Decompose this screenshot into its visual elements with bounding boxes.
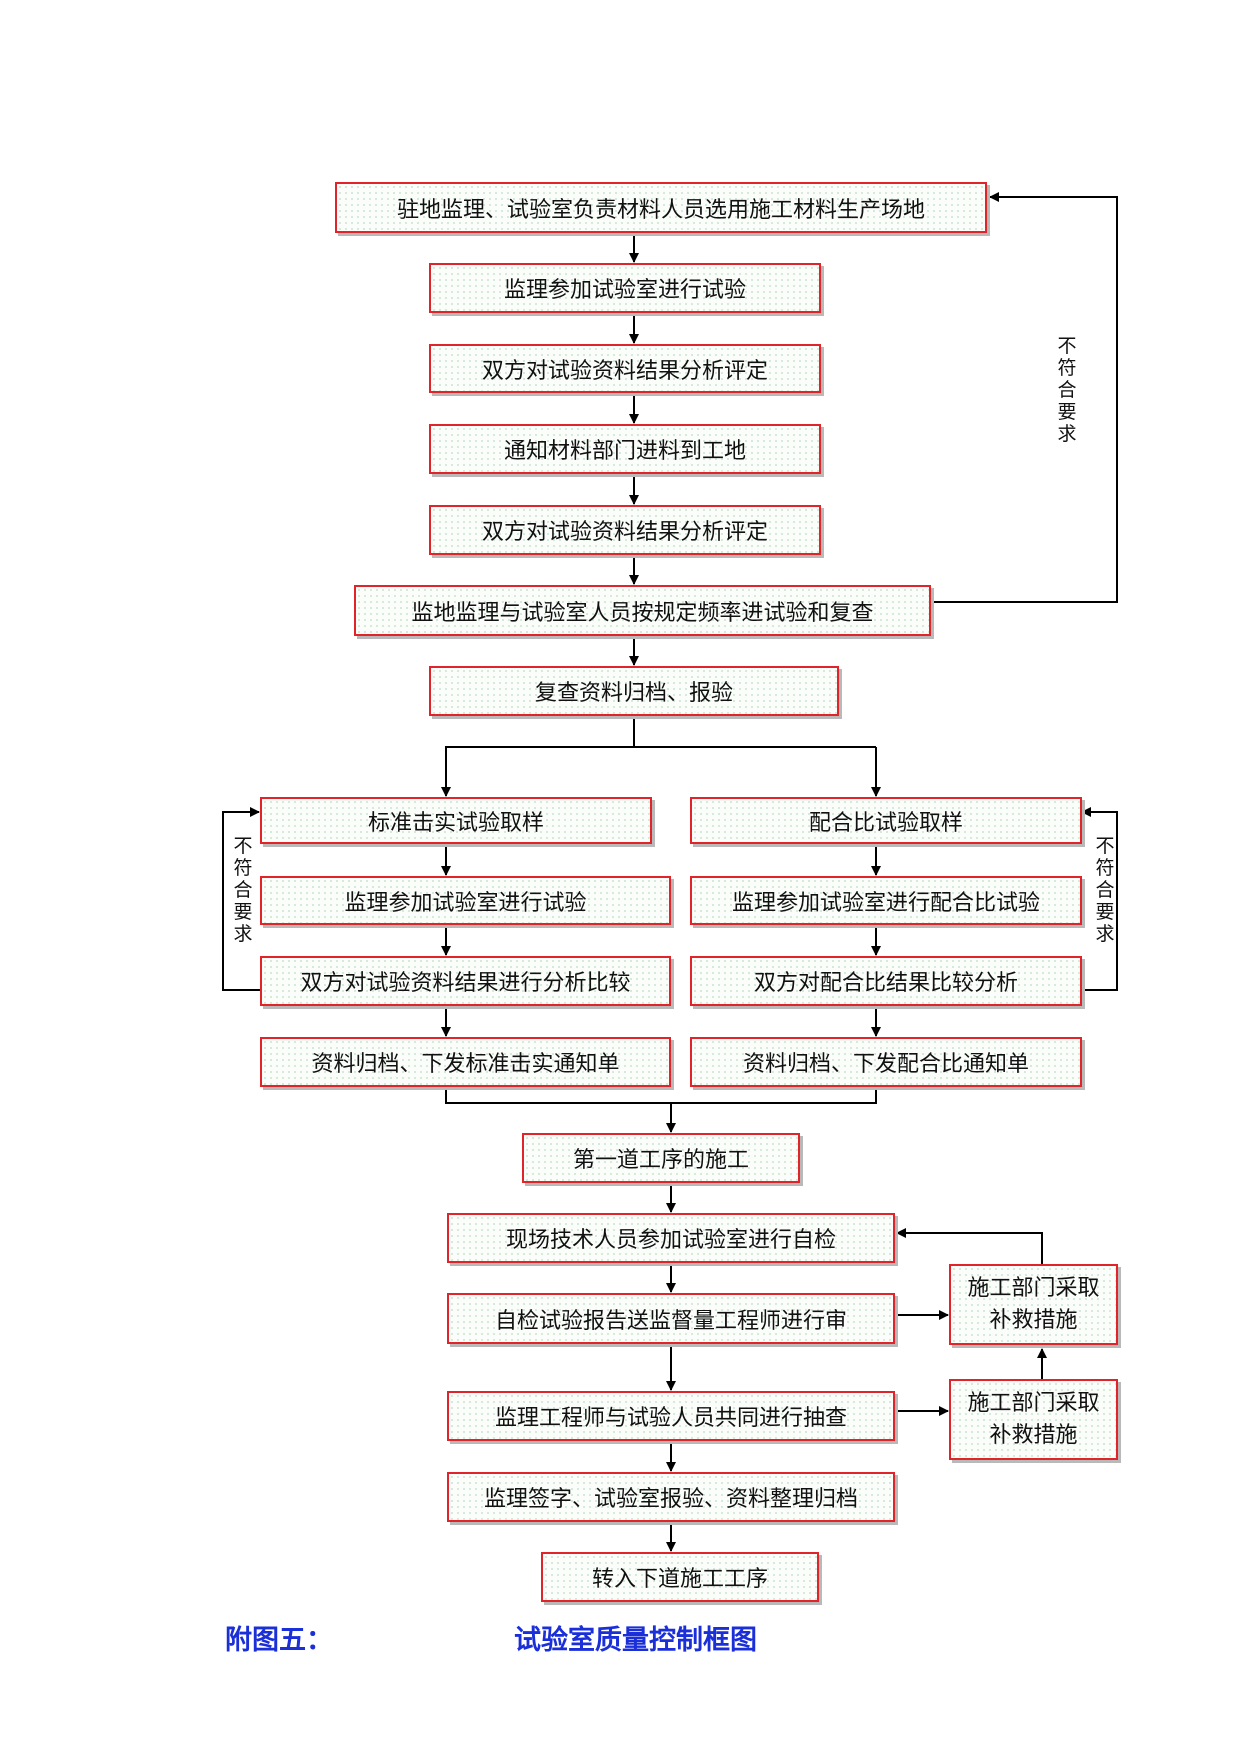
step-notify-material-dept: 通知材料部门进料到工地 — [429, 424, 821, 474]
label-not-compliant-left: 不符合要求 — [233, 835, 253, 945]
step-archive-report: 复查资料归档、报验 — [429, 666, 839, 716]
figure-title: 试验室质量控制框图 — [514, 1625, 757, 1656]
feedback-loop-left — [222, 807, 260, 991]
feedback-loop-top — [930, 192, 1118, 603]
left-compare-results: 双方对试验资料结果进行分析比较 — [260, 956, 671, 1006]
figure-number: 附图五： — [225, 1625, 333, 1656]
merge-connector — [445, 1087, 877, 1104]
remedy-box-1: 施工部门采取补救措施 — [949, 1264, 1118, 1345]
feedback-loop-right — [1080, 807, 1118, 991]
step-select-material-site: 驻地监理、试验室负责材料人员选用施工材料生产场地 — [335, 182, 987, 233]
step-evaluate-results-2: 双方对试验资料结果分析评定 — [429, 505, 821, 555]
label-not-compliant-top: 不符合要求 — [1057, 335, 1077, 445]
remedy-box-2: 施工部门采取补救措施 — [949, 1379, 1118, 1460]
step-next-process: 转入下道施工工序 — [541, 1552, 819, 1602]
right-archive-notice: 资料归档、下发配合比通知单 — [690, 1037, 1082, 1087]
step-spot-check: 监理工程师与试验人员共同进行抽查 — [447, 1391, 895, 1441]
step-evaluate-results-1: 双方对试验资料结果分析评定 — [429, 344, 821, 393]
right-mix-sampling: 配合比试验取样 — [690, 797, 1082, 844]
left-archive-notice: 资料归档、下发标准击实通知单 — [260, 1037, 671, 1087]
left-compaction-sampling: 标准击实试验取样 — [260, 797, 652, 844]
step-first-process: 第一道工序的施工 — [522, 1133, 800, 1183]
right-mix-test: 监理参加试验室进行配合比试验 — [690, 876, 1082, 925]
step-frequency-recheck: 监地监理与试验室人员按规定频率进试验和复查 — [354, 585, 931, 636]
label-not-compliant-right: 不符合要求 — [1095, 835, 1115, 945]
left-supervisor-test: 监理参加试验室进行试验 — [260, 876, 671, 925]
arrow-remedy1-c2 — [896, 1228, 1043, 1264]
step-sign-archive: 监理签字、试验室报验、资料整理归档 — [447, 1472, 895, 1522]
step-supervisor-test: 监理参加试验室进行试验 — [429, 263, 821, 313]
step-self-inspection: 现场技术人员参加试验室进行自检 — [447, 1213, 895, 1263]
right-compare-mix: 双方对配合比结果比较分析 — [690, 956, 1082, 1006]
split-connector — [445, 716, 635, 796]
step-report-review: 自检试验报告送监督量工程师进行审 — [447, 1293, 895, 1344]
